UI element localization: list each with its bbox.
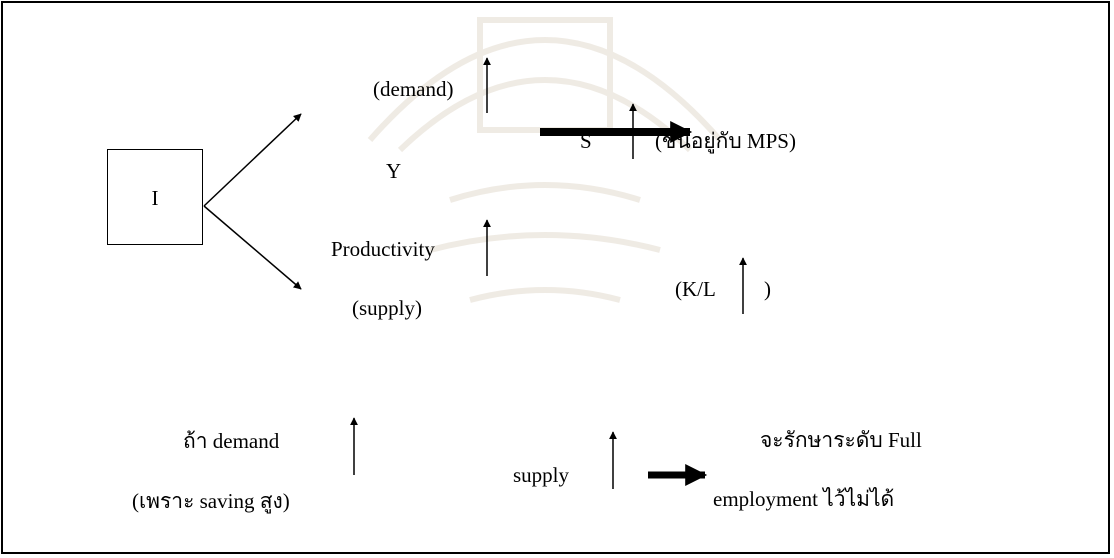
kl-close-label: ) (764, 277, 771, 301)
branch-arrow-upper (203, 113, 302, 207)
bottom-demand-label: ถ้า demand (183, 429, 280, 453)
kl-open-label: (K/L (675, 277, 716, 301)
bottom-supply-label: supply (513, 463, 570, 487)
s-note-label: (ขึ้นอยู่กับ MPS) (655, 129, 796, 153)
investment-node-box: I (107, 149, 203, 245)
investment-node-label: I (151, 186, 159, 210)
s-label: S (580, 129, 592, 153)
bottom-saving-label: (เพราะ saving สูง) (132, 489, 290, 513)
conclusion-line-1: จะรักษาระดับ Full (760, 428, 922, 452)
y-label: Y (386, 159, 402, 183)
demand-label: (demand) (373, 77, 454, 101)
branch-arrow-lower (203, 205, 302, 290)
conclusion-line-2: employment ไว้ไม่ได้ (713, 487, 895, 511)
productivity-label: Productivity (331, 237, 435, 261)
supply-paren-label: (supply) (352, 296, 422, 320)
